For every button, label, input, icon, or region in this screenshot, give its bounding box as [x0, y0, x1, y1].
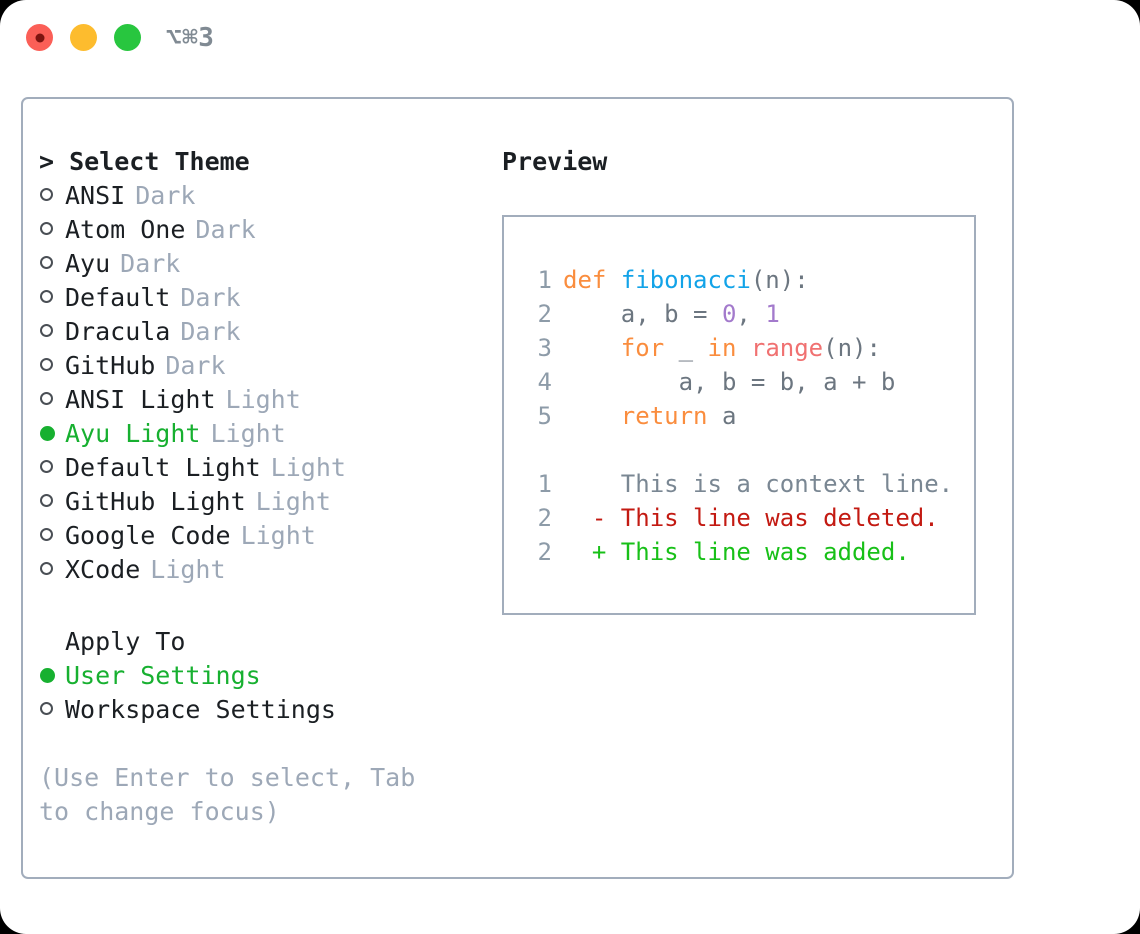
- diff-line-text: - This line was deleted.: [563, 504, 939, 532]
- apply-to-option-label: Workspace Settings: [65, 695, 336, 724]
- theme-variant-tag: Dark: [180, 283, 241, 312]
- apply-to-header: Apply To: [65, 627, 186, 656]
- window-titlebar: ⌥⌘3: [0, 0, 1140, 76]
- code-line-number: 5: [537, 402, 552, 430]
- code-token-kw: for: [620, 334, 665, 362]
- theme-variant-tag: Light: [150, 555, 226, 584]
- theme-variant-tag: Light: [240, 521, 316, 550]
- window-title: ⌥⌘3: [166, 23, 215, 53]
- code-line: 3 for _ in range(n):: [524, 331, 974, 365]
- theme-variant-tag: Dark: [165, 351, 226, 380]
- theme-option-label: ANSI Light: [65, 385, 216, 414]
- theme-option-3[interactable]: Default Dark: [39, 281, 489, 315]
- close-window-icon[interactable]: [26, 24, 53, 51]
- code-token-call: range: [750, 334, 824, 362]
- theme-option-label: GitHub Light: [65, 487, 246, 516]
- code-line: 2 a, b = 0, 1: [524, 297, 974, 331]
- theme-variant-tag: Dark: [180, 317, 241, 346]
- select-theme-header: > Select Theme: [39, 147, 250, 176]
- theme-option-label: Google Code: [65, 521, 231, 550]
- theme-option-label: GitHub: [65, 351, 156, 380]
- theme-option-label: Default: [65, 283, 171, 312]
- code-line-number: 2: [537, 300, 552, 328]
- code-token-txt: [563, 399, 621, 433]
- code-token-txt: a, b =: [563, 300, 722, 328]
- diff-line-text: + This line was added.: [563, 538, 910, 566]
- code-line: 4 a, b = b, a + b: [524, 365, 974, 399]
- theme-variant-tag: Dark: [195, 215, 256, 244]
- diff-sample: 1 This is a context line.2 - This line w…: [524, 467, 974, 569]
- diff-line-number: 1: [537, 470, 552, 498]
- theme-option-2[interactable]: Ayu Dark: [39, 247, 489, 281]
- maximize-window-icon[interactable]: [114, 24, 141, 51]
- theme-variant-tag: Dark: [120, 249, 181, 278]
- theme-option-1[interactable]: Atom One Dark: [39, 213, 489, 247]
- theme-option-6[interactable]: ANSI Light Light: [39, 383, 489, 417]
- code-token-txt: (n):: [750, 266, 809, 294]
- theme-option-9[interactable]: GitHub Light Light: [39, 485, 489, 519]
- code-token-txt: [563, 331, 621, 365]
- code-line: 5 return a: [524, 399, 974, 433]
- code-token-kw: in: [707, 334, 737, 362]
- apply-to-option-0[interactable]: User Settings: [39, 659, 489, 693]
- theme-option-label: Ayu Light: [65, 419, 201, 448]
- theme-variant-tag: Light: [225, 385, 301, 414]
- code-line: 1 def fibonacci(n):: [524, 263, 974, 297]
- traffic-light-group: [26, 24, 141, 51]
- minimize-window-icon[interactable]: [70, 24, 97, 51]
- theme-option-label: Atom One: [65, 215, 186, 244]
- theme-option-0[interactable]: ANSI Dark: [39, 179, 489, 213]
- code-diff-separator: [524, 433, 974, 467]
- keyboard-hint-text: (Use Enter to select, Tab to change focu…: [39, 763, 431, 826]
- diff-line-del: 2 - This line was deleted.: [524, 501, 974, 535]
- code-line-number: 4: [537, 368, 552, 396]
- code-token-fn: fibonacci: [620, 266, 751, 294]
- code-token-txt: a, b = b, a + b: [563, 368, 896, 396]
- theme-option-11[interactable]: XCode Light: [39, 553, 489, 587]
- theme-option-label: XCode: [65, 555, 141, 584]
- code-line-number: 1: [537, 266, 552, 294]
- diff-line-add: 2 + This line was added.: [524, 535, 974, 569]
- theme-option-label: Default Light: [65, 453, 261, 482]
- apply-to-option-label: User Settings: [65, 661, 261, 690]
- code-token-txt: [736, 331, 750, 365]
- theme-option-8[interactable]: Default Light Light: [39, 451, 489, 485]
- code-line-number: 3: [537, 334, 552, 362]
- theme-option-5[interactable]: GitHub Dark: [39, 349, 489, 383]
- diff-line-text: This is a context line.: [563, 470, 954, 498]
- theme-option-7[interactable]: Ayu Light Light: [39, 417, 489, 451]
- code-token-txt: ,: [736, 300, 766, 328]
- theme-option-label: Dracula: [65, 317, 171, 346]
- theme-option-4[interactable]: Dracula Dark: [39, 315, 489, 349]
- theme-option-label: Ayu: [65, 249, 111, 278]
- code-token-txt: [606, 263, 620, 297]
- code-token-num: 1: [765, 300, 780, 328]
- theme-option-10[interactable]: Google Code Light: [39, 519, 489, 553]
- theme-option-label: ANSI: [65, 181, 126, 210]
- theme-variant-tag: Dark: [135, 181, 196, 210]
- code-token-kw: return: [620, 402, 708, 430]
- theme-variant-tag: Light: [270, 453, 346, 482]
- code-token-kw: def: [563, 266, 607, 294]
- diff-line-number: 2: [537, 538, 552, 566]
- code-token-txt: _: [664, 334, 708, 362]
- code-token-num: 0: [721, 300, 737, 328]
- theme-variant-tag: Light: [255, 487, 331, 516]
- apply-to-option-1[interactable]: Workspace Settings: [39, 693, 489, 727]
- code-token-txt: a: [707, 402, 737, 430]
- diff-line-number: 2: [537, 504, 552, 532]
- diff-line-ctx: 1 This is a context line.: [524, 467, 974, 501]
- preview-header: Preview: [502, 147, 608, 176]
- code-token-txt: (n):: [823, 334, 881, 362]
- theme-variant-tag: Light: [210, 419, 286, 448]
